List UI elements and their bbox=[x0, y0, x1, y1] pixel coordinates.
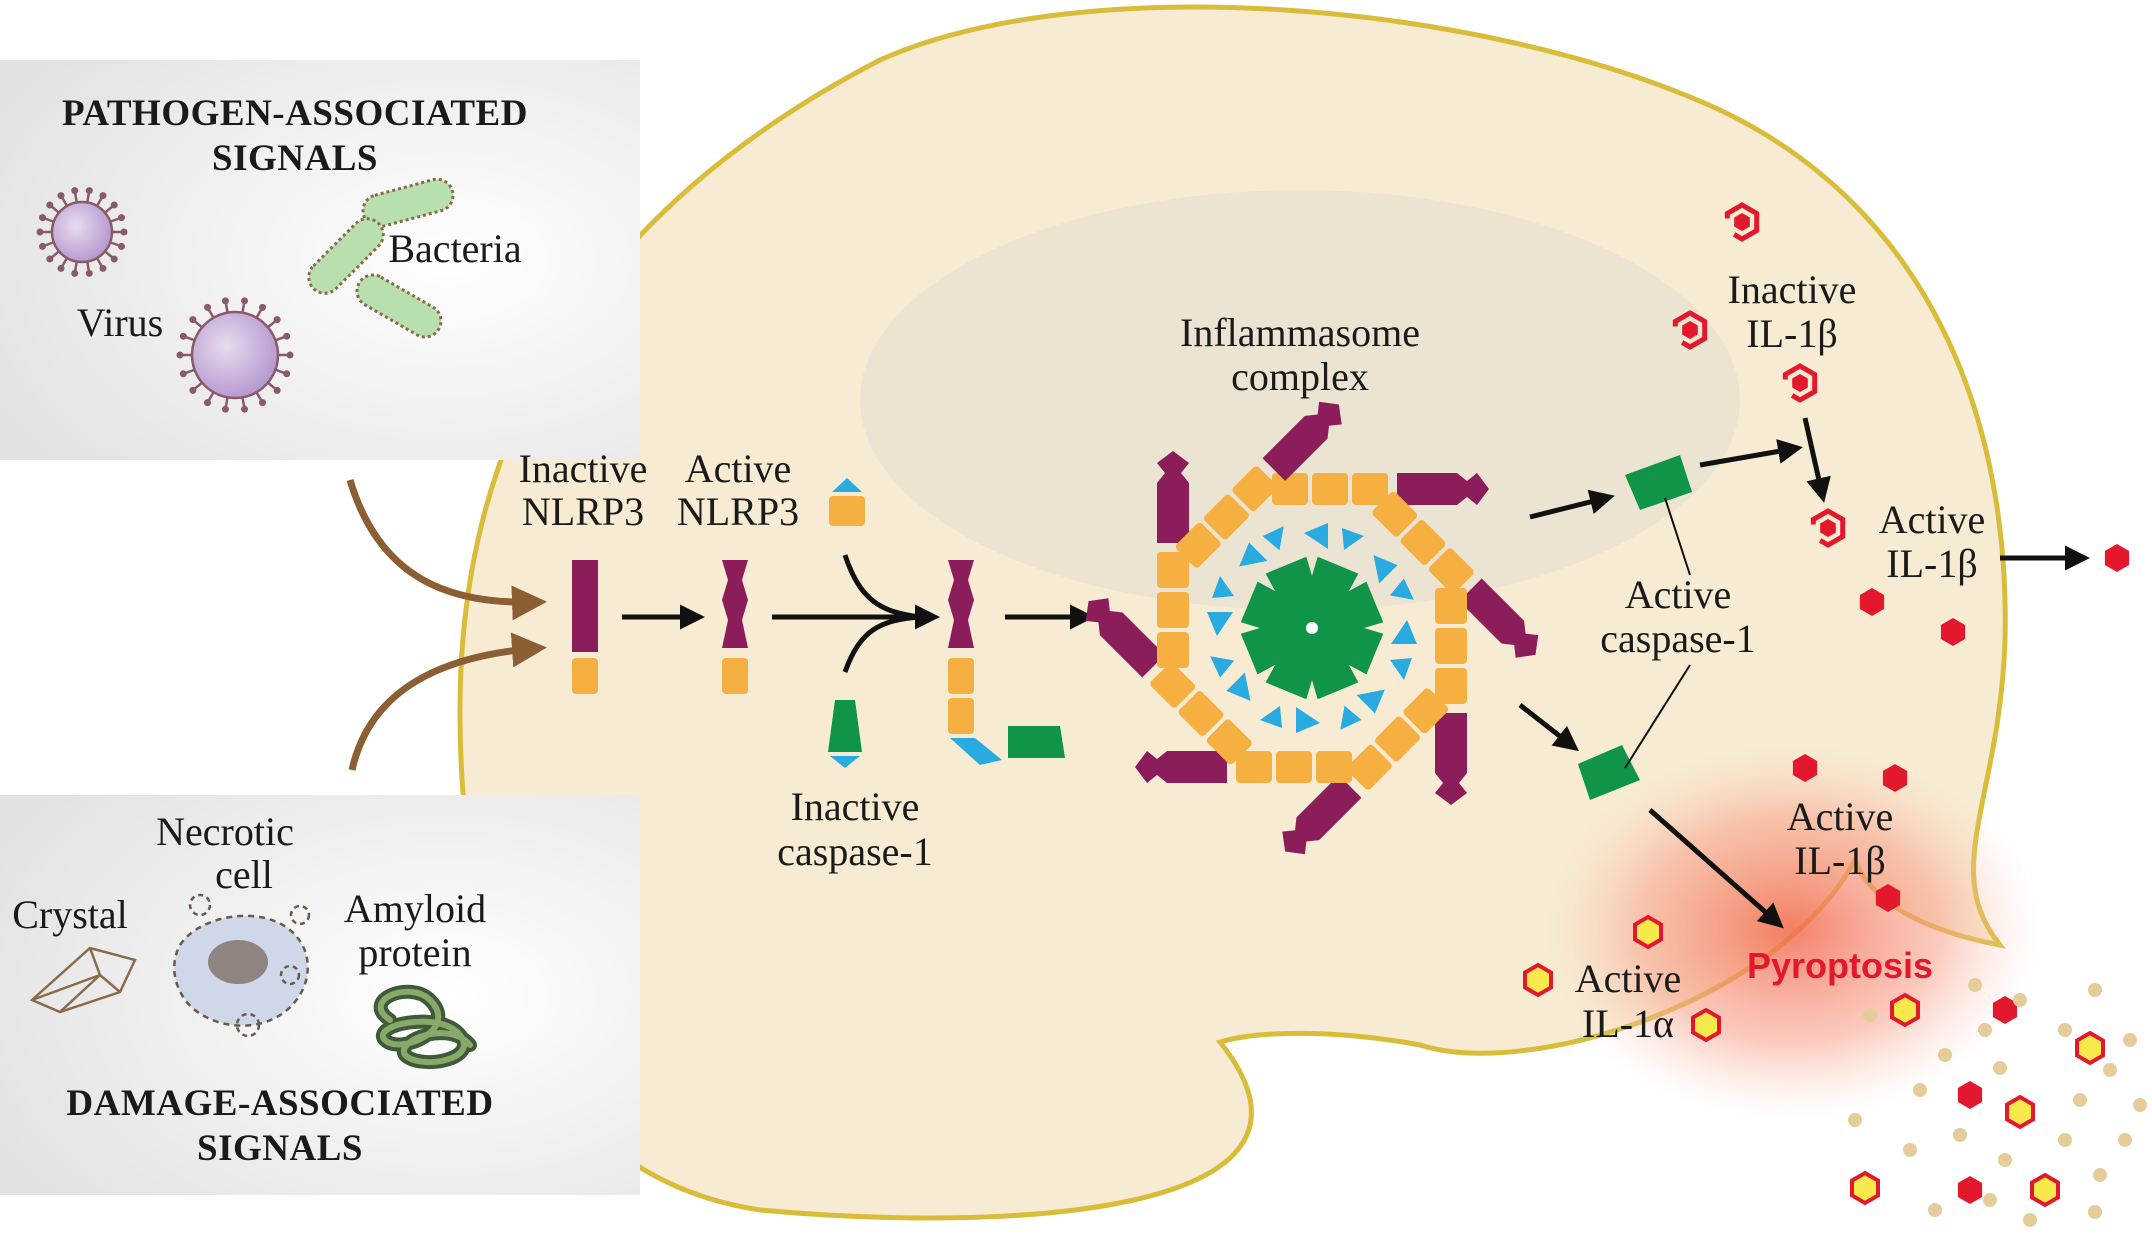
inactive-il1b-label-line2: IL-1β bbox=[1746, 311, 1837, 356]
virus-icon bbox=[176, 297, 294, 413]
inactive-nlrp3-label-line2: NLRP3 bbox=[522, 489, 644, 534]
inactive-caspase-label-line1: Inactive bbox=[791, 784, 920, 829]
necrotic-label-line2: cell bbox=[215, 852, 273, 897]
inactive-il1b-label-line1: Inactive bbox=[1728, 267, 1857, 312]
asc-adaptor bbox=[829, 478, 865, 526]
caspase-leader-bottom bbox=[1624, 664, 1691, 769]
caspase-leader-top bbox=[1664, 497, 1691, 576]
arrow-to-caspase-top bbox=[1529, 489, 1615, 520]
active-caspase-label-line1: Active bbox=[1625, 572, 1732, 617]
pathogen-title-line1: PATHOGEN-ASSOCIATED bbox=[62, 93, 528, 134]
necrotic-label-line1: Necrotic bbox=[156, 809, 294, 854]
released-debris bbox=[1848, 978, 2147, 1227]
active-caspase-1-bottom bbox=[1578, 745, 1640, 800]
nucleus bbox=[860, 190, 1740, 610]
active-nlrp3-label-line1: Active bbox=[685, 446, 792, 491]
inflammasome-label-line2: complex bbox=[1231, 354, 1369, 399]
crystal-label: Crystal bbox=[12, 892, 128, 937]
active-il1a-molecules bbox=[1523, 914, 2105, 1208]
inflammasome-label-line1: Inflammasome bbox=[1180, 310, 1420, 355]
amyloid-protein-icon bbox=[373, 984, 477, 1069]
active-il1b-molecules bbox=[1792, 544, 2130, 1204]
active-il1b-label-line2: IL-1β bbox=[1886, 541, 1977, 586]
damage-signal-arrow bbox=[348, 632, 547, 771]
virus-label: Virus bbox=[77, 300, 163, 345]
damage-panel bbox=[0, 795, 640, 1195]
arrow-caspase-to-il1b bbox=[1699, 439, 1803, 468]
active-nlrp3-label-line2: NLRP3 bbox=[677, 489, 799, 534]
necrotic-cell-icon bbox=[173, 893, 311, 1038]
inactive-caspase-1 bbox=[828, 700, 862, 768]
pyroptosis-label: Pyroptosis bbox=[1747, 945, 1933, 986]
pathogen-signal-arrow bbox=[346, 478, 547, 621]
active-il1b-lower-label-line1: Active bbox=[1787, 794, 1894, 839]
pathogen-title-line2: SIGNALS bbox=[212, 138, 378, 179]
damage-title-line1: DAMAGE-ASSOCIATED bbox=[66, 1083, 493, 1124]
virus-icon bbox=[36, 187, 128, 277]
active-il1a-label-line1: Active bbox=[1575, 956, 1682, 1001]
active-il1b-label-line1: Active bbox=[1879, 497, 1986, 542]
bacteria-icon bbox=[307, 177, 455, 339]
crystal-icon bbox=[29, 946, 137, 1014]
assembled-nlrp3-asc-caspase bbox=[948, 560, 1065, 765]
active-nlrp3 bbox=[722, 560, 748, 694]
bacteria-label: Bacteria bbox=[388, 226, 521, 271]
inactive-nlrp3 bbox=[572, 560, 598, 694]
amyloid-label-line2: protein bbox=[358, 930, 471, 975]
arrow-to-caspase-bottom bbox=[1518, 703, 1579, 752]
active-il1b-lower-label-line2: IL-1β bbox=[1794, 838, 1885, 883]
active-caspase-label-line2: caspase-1 bbox=[1600, 616, 1755, 661]
active-caspase-1-top bbox=[1625, 455, 1692, 510]
arrow-caspase-to-pyroptosis bbox=[1648, 808, 1784, 929]
active-il1a-label-line2: IL-1α bbox=[1582, 1001, 1674, 1046]
inactive-il1b bbox=[1672, 202, 1846, 548]
damage-title-line2: SIGNALS bbox=[197, 1128, 363, 1169]
inflammasome-complex bbox=[1085, 401, 1539, 855]
inactive-caspase-label-line2: caspase-1 bbox=[777, 829, 932, 874]
pyroptosis-glow bbox=[1540, 740, 2040, 1120]
inactive-nlrp3-label-line1: Inactive bbox=[519, 446, 648, 491]
amyloid-label-line1: Amyloid bbox=[344, 886, 486, 931]
arrow-inactive-to-active-il1b bbox=[1802, 417, 1831, 503]
